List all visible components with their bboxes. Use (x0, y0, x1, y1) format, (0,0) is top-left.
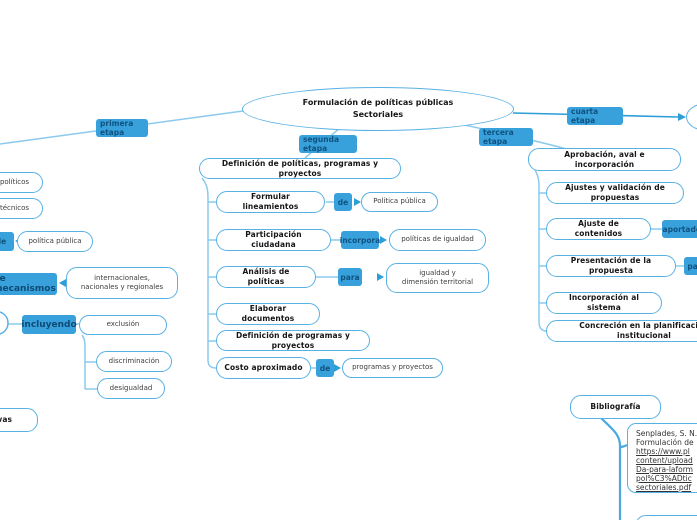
node-ativas-clipped[interactable]: ativas (0, 408, 38, 432)
offscreen-topic-ellipse[interactable] (686, 103, 697, 131)
stage-label-tercera-etapa[interactable]: tercera etapa (479, 128, 533, 146)
node-citation-2-clipped[interactable] (635, 515, 697, 520)
node-analisis-de-politicas[interactable]: Análisis de políticas (216, 266, 316, 288)
node-presentacion-propuesta[interactable]: Presentación de la propuesta (546, 255, 676, 277)
relation-label-de-formular[interactable]: de (334, 193, 352, 211)
relation-label-para-right[interactable]: para (684, 257, 697, 275)
relation-label-para[interactable]: para (338, 268, 362, 286)
node-igualdad-dimension-territorial[interactable]: igualdad y dimensión territorial (386, 263, 489, 293)
node-aprobacion-header[interactable]: Aprobación, aval e incorporación (528, 148, 681, 171)
node-desigualdad[interactable]: desigualdad (97, 378, 165, 399)
node-internacionales-line1: internacionales, (94, 273, 150, 282)
relation-label-aportados[interactable]: aportados (662, 220, 697, 238)
node-discriminacion[interactable]: discriminación (96, 351, 172, 372)
node-politicas-de-igualdad[interactable]: políticas de igualdad (389, 229, 486, 251)
citation-url-line-4[interactable]: pol%C3%ADtic (636, 474, 692, 483)
node-participacion-ciudadana[interactable]: Participación ciudadana (216, 229, 331, 251)
node-definicion-politicas-header[interactable]: Definición de políticas, programas y pro… (199, 158, 401, 179)
stage-label-segunda-etapa[interactable]: segunda etapa (299, 135, 357, 153)
node-concrecion-planificacion[interactable]: Concreción en la planificación instituci… (546, 320, 697, 342)
citation-title: Formulación de (636, 438, 694, 447)
stage-label-cuarta-etapa[interactable]: cuarta etapa (567, 107, 623, 125)
citation-author: Senplades, S. N. (636, 429, 697, 438)
target-line1: igualdad y (419, 268, 456, 277)
relation-label-de-left[interactable]: de (0, 232, 14, 251)
node-citation[interactable]: Senplades, S. N. Formulación de https://… (627, 423, 697, 493)
node-ajustes-validacion[interactable]: Ajustes y validación de propuestas (546, 182, 684, 204)
node-costo-aproximado[interactable]: Costo aproximado (216, 357, 311, 379)
target-line2: dimensión territorial (401, 278, 474, 286)
citation-url-line-2[interactable]: content/upload (636, 456, 693, 465)
node-politica-publica-target[interactable]: Política pública (361, 192, 438, 212)
root-topic[interactable]: Formulación de políticas públicas Sector… (242, 87, 514, 131)
relation-label-de-mecanismos[interactable]: de mecanismos (0, 273, 57, 295)
node-formular-lineamientos[interactable]: Formular lineamientos (216, 191, 325, 213)
relation-label-de-costo[interactable]: de (316, 359, 334, 377)
citation-url-line-1[interactable]: https://www.pl (636, 447, 690, 456)
node-politicos[interactable]: políticos (0, 172, 43, 193)
node-programas-y-proyectos[interactable]: programas y proyectos (342, 358, 443, 378)
node-exclusion[interactable]: exclusión (79, 315, 167, 335)
citation-url-line-3[interactable]: Da-para-laform (636, 465, 693, 474)
node-politica-publica[interactable]: política pública (17, 231, 93, 252)
node-internacionales[interactable]: internacionales, nacionales y regionales (66, 267, 178, 299)
node-incorporacion-sistema[interactable]: Incorporación al sistema (546, 292, 662, 314)
node-tecnicos[interactable]: técnicos (0, 198, 43, 219)
node-elaborar-documentos[interactable]: Elaborar documentos (216, 303, 320, 325)
node-internacionales-line2: nacionales y regionales (80, 283, 164, 291)
root-title-line2: Sectoriales (352, 110, 404, 119)
citation-url-line-5[interactable]: sectoriales.pdf (636, 483, 692, 492)
node-bibliografia[interactable]: Bibliografía (570, 395, 661, 419)
stage-label-primera-etapa[interactable]: primera etapa (96, 119, 148, 137)
node-definicion-programas-proyectos[interactable]: Definición de programas y proyectos (216, 330, 370, 351)
relation-label-incorpora[interactable]: incorpora (340, 231, 380, 249)
relation-label-incluyendo[interactable]: incluyendo (21, 315, 77, 334)
root-title-line1: Formulación de políticas públicas (302, 98, 454, 107)
node-ajuste-contenidos[interactable]: Ajuste de contenidos (546, 218, 651, 240)
